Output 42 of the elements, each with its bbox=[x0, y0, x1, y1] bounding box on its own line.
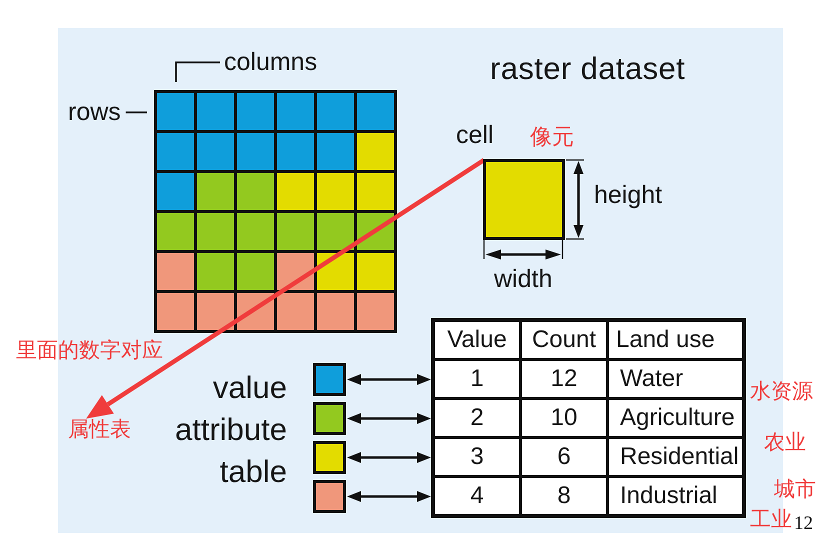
annotation-text: 里面的数字对应 bbox=[16, 340, 163, 361]
annotation-text: 城市 bbox=[774, 479, 816, 500]
dimension-label: height bbox=[594, 181, 662, 210]
raster-cell bbox=[483, 159, 565, 240]
annotation-text: 水资源 bbox=[750, 381, 813, 402]
table-cell: 12 bbox=[522, 361, 606, 397]
leader-label: rows bbox=[68, 98, 121, 127]
table-cell: 10 bbox=[522, 400, 606, 436]
swatch-icon bbox=[313, 402, 346, 435]
annotation-text: 属性表 bbox=[68, 419, 131, 440]
table-cell: Residential bbox=[609, 439, 742, 475]
table-cell: 8 bbox=[522, 478, 606, 514]
header-cell: Land use bbox=[609, 322, 742, 358]
term-label: cell bbox=[456, 121, 494, 150]
annotation-text: 像元 bbox=[530, 126, 574, 148]
double-arrow bbox=[347, 374, 431, 385]
header-cell: Count bbox=[522, 322, 606, 358]
leader-label: columns bbox=[224, 48, 318, 77]
arrow bbox=[86, 158, 486, 419]
double-arrow bbox=[347, 491, 431, 502]
header-cell: Value bbox=[435, 322, 519, 358]
annotation-text: 工业 bbox=[750, 509, 792, 530]
dimension-label: width bbox=[494, 265, 552, 294]
double-arrow bbox=[347, 413, 431, 424]
leader-line bbox=[126, 112, 147, 114]
table-cell: Water bbox=[609, 361, 742, 397]
leader-line bbox=[175, 62, 220, 82]
double-arrow bbox=[347, 452, 431, 463]
swatch-icon bbox=[313, 480, 346, 513]
diagram-title: raster dataset bbox=[490, 51, 686, 87]
table-cell: 6 bbox=[522, 439, 606, 475]
table-cell: Agriculture bbox=[609, 400, 742, 436]
annotation-text: 农业 bbox=[764, 432, 806, 453]
page-number: 12 bbox=[794, 514, 813, 533]
swatch-icon bbox=[313, 441, 346, 474]
table-cell: Industrial bbox=[609, 478, 742, 514]
table-cell: 2 bbox=[435, 400, 519, 436]
table-cell: 3 bbox=[435, 439, 519, 475]
table-cell: 4 bbox=[435, 478, 519, 514]
swatch-icon bbox=[313, 363, 346, 396]
caption-text: value attribute table bbox=[175, 369, 287, 491]
table-cell: 1 bbox=[435, 361, 519, 397]
